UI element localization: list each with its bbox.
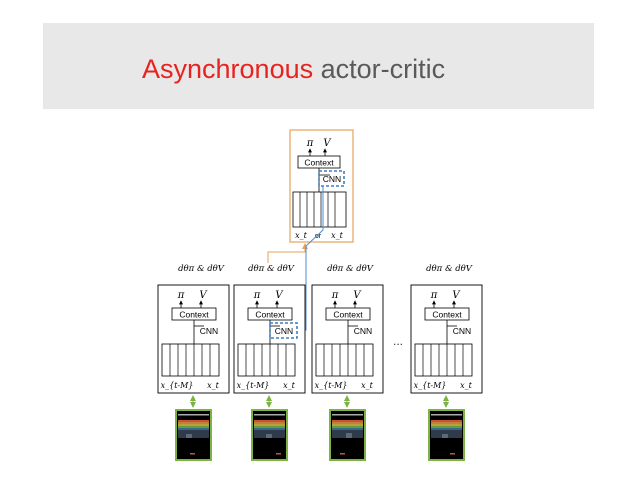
global-x-left-label: x_t xyxy=(295,231,308,240)
worker-4-input-frames xyxy=(414,343,473,377)
game-screen-2 xyxy=(251,409,288,461)
worker-1: dθπ & dθV π V Context CNN x_{t-M} x_t xyxy=(157,264,230,394)
title-accent-word: Asynchronous xyxy=(142,54,314,84)
worker-3-context-label: Context xyxy=(333,310,363,320)
global-x-mid-label: or xyxy=(315,233,322,240)
worker-4-x-left-label: x_{t-M} xyxy=(414,381,447,390)
worker-1-grad-label: dθπ & dθV xyxy=(178,264,225,274)
worker-2-x-left-label: x_{t-M} xyxy=(237,381,270,390)
slide-title: Asynchronous actor-critic xyxy=(142,52,445,86)
worker-4-v-label: V xyxy=(452,290,461,301)
title-banner xyxy=(43,23,594,109)
worker-3-pi-label: π xyxy=(331,290,339,301)
worker-2-grad-label: dθπ & dθV xyxy=(248,264,295,274)
worker-2-cnn-label: CNN xyxy=(275,326,293,336)
worker-2-v-label: V xyxy=(275,290,284,301)
worker-3-grad-label: dθπ & dθV xyxy=(327,264,374,274)
worker-3-cnn-label: CNN xyxy=(354,326,372,336)
worker-1-x-right-label: x_t xyxy=(207,381,220,390)
worker-4-x-right-label: x_t xyxy=(460,381,473,390)
worker-1-frame xyxy=(157,284,230,394)
worker-3-x-right-label: x_t xyxy=(361,381,374,390)
worker-4-cnn-label: CNN xyxy=(453,326,471,336)
worker-2-x-right-label: x_t xyxy=(283,381,296,390)
worker-2-pi-label: π xyxy=(253,290,261,301)
worker-4-grad-label: dθπ & dθV xyxy=(426,264,473,274)
global-network: π V Context CNN x_t or x_t xyxy=(289,129,354,243)
global-context-label: Context xyxy=(304,158,334,168)
worker-3-frame xyxy=(311,284,384,394)
worker-1-input-frames xyxy=(161,343,220,377)
worker-1-cnn-label: CNN xyxy=(200,326,218,336)
global-pi-label: π xyxy=(306,138,314,149)
worker-4-pi-label: π xyxy=(430,290,438,301)
more-workers-ellipsis: ... xyxy=(393,334,403,348)
worker-4-frame xyxy=(410,284,483,394)
global-v-label: V xyxy=(323,138,332,149)
worker-3-v-label: V xyxy=(353,290,362,301)
worker-4-context-label: Context xyxy=(432,310,462,320)
game-screen-1 xyxy=(175,409,212,461)
worker-3-input-frames xyxy=(315,343,374,377)
global-cnn-highlight xyxy=(318,170,345,187)
gradient-update-arrow xyxy=(267,243,308,263)
worker-2-cnn-highlight xyxy=(269,322,298,339)
worker-2-input-frames xyxy=(237,343,296,377)
global-x-right-label: x_t xyxy=(331,231,344,240)
title-rest: actor-critic xyxy=(320,54,446,84)
worker-2-frame xyxy=(233,284,306,394)
global-cnn-label: CNN xyxy=(323,174,341,184)
environment-arrows xyxy=(190,395,449,408)
worker-2: dθπ & dθV π V Context CNN x_{t-M} x_t xyxy=(233,264,306,394)
global-input-frames xyxy=(292,191,347,228)
worker-2-context-label: Context xyxy=(255,310,285,320)
worker-1-context-label: Context xyxy=(179,310,209,320)
worker-4: dθπ & dθV π V Context CNN x_{t-M} x_t xyxy=(410,264,483,394)
worker-3: dθπ & dθV π V Context CNN x_{t-M} x_t xyxy=(311,264,384,394)
worker-1-x-left-label: x_{t-M} xyxy=(161,381,194,390)
worker-3-x-left-label: x_{t-M} xyxy=(315,381,348,390)
game-screen-3 xyxy=(329,409,366,461)
game-screen-4 xyxy=(428,409,465,461)
worker-1-v-label: V xyxy=(199,290,208,301)
worker-1-pi-label: π xyxy=(177,290,185,301)
